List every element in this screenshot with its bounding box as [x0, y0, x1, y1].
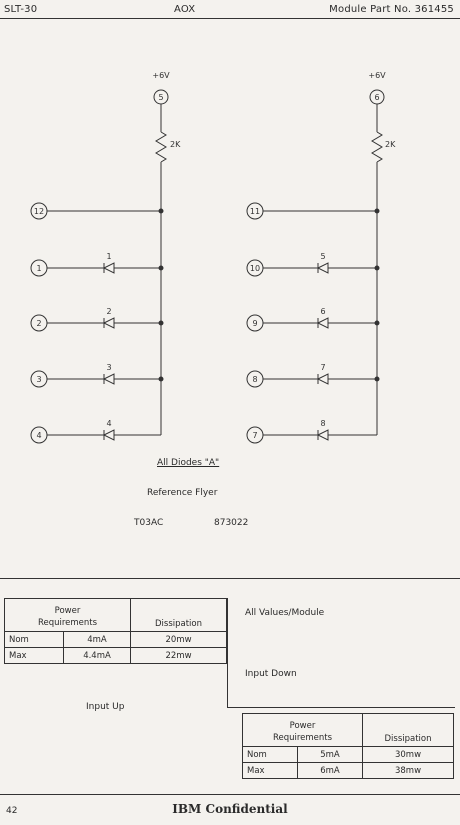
section-rule [0, 578, 460, 579]
input-pin: 7 [252, 431, 257, 440]
left-resistor-label: 2K [170, 140, 181, 149]
left-circuit: +6V 5 2K 12 1 1 2 2 [30, 71, 181, 444]
input-pin: 2 [36, 319, 41, 328]
schematic-diagram: +6V 5 2K 12 1 1 2 2 [30, 71, 396, 444]
section-divider-horizontal [227, 707, 455, 708]
right-resistor-label: 2K [385, 140, 396, 149]
right-input-10: 10 5 [246, 252, 380, 277]
input-down-power-table: Power Requirements Dissipation Nom 5mA 3… [242, 713, 454, 779]
right-supply-label: +6V [368, 71, 386, 80]
all-values-label: All Values/Module [245, 608, 325, 618]
input-pin: 8 [252, 375, 257, 384]
diode-number: 3 [106, 363, 111, 372]
diode-icon [102, 317, 115, 329]
table-row: Nom 4mA 20mw [4, 631, 227, 648]
input-pin: 1 [36, 264, 41, 273]
diode-number: 7 [320, 363, 325, 372]
table-row: Nom 5mA 30mw [242, 746, 454, 763]
input-down-label: Input Down [245, 669, 297, 679]
diode-number: 5 [320, 252, 325, 261]
table-header-dissipation: Dissipation [362, 713, 454, 747]
reference-code-2: 873022 [214, 518, 249, 528]
diode-icon [102, 373, 115, 385]
section-divider-vertical [227, 598, 228, 708]
diode-icon [102, 429, 115, 441]
table-header-dissipation: Dissipation [130, 598, 227, 632]
header-series: SLT-30 [4, 4, 38, 15]
right-output-pin: 11 [250, 207, 260, 216]
right-supply-pin: 6 [374, 93, 379, 102]
header-rule [0, 18, 460, 19]
header-module-type: AOX [174, 4, 196, 15]
table-header-requirements: Power Requirements [242, 713, 363, 747]
reference-code-1: T03AC [134, 518, 164, 528]
table-header-requirements: Power Requirements [4, 598, 131, 632]
right-input-7: 7 8 [246, 419, 377, 444]
left-output-pin: 12 [34, 207, 44, 216]
diode-number: 8 [320, 419, 325, 428]
left-input-1: 1 1 [30, 252, 164, 277]
diode-icon [316, 429, 329, 441]
input-up-power-table: Power Requirements Dissipation Nom 4mA 2… [4, 598, 227, 664]
junction-dot [158, 208, 164, 214]
page-header: SLT-30 AOX Module Part No. 361455 [0, 0, 460, 22]
table-row: Max 4.4mA 22mw [4, 647, 227, 664]
input-pin: 3 [36, 375, 41, 384]
left-input-2: 2 2 [30, 307, 164, 332]
right-input-8: 8 7 [246, 363, 380, 388]
left-resistor [155, 131, 167, 163]
left-input-3: 3 3 [30, 363, 164, 388]
right-resistor [371, 131, 383, 163]
diode-number: 4 [106, 419, 111, 428]
page-number: 42 [6, 806, 18, 816]
input-pin: 10 [250, 264, 260, 273]
diode-icon [316, 317, 329, 329]
footer-rule [0, 794, 460, 795]
right-input-9: 9 6 [246, 307, 380, 332]
input-pin: 4 [36, 431, 41, 440]
junction-dot [374, 208, 380, 214]
left-input-4: 4 4 [30, 419, 161, 444]
diode-icon [316, 373, 329, 385]
input-up-label: Input Up [86, 702, 125, 712]
header-part-number: Module Part No. 361455 [329, 4, 454, 15]
diode-note: All Diodes "A" [157, 458, 220, 468]
right-circuit: +6V 6 2K 11 10 5 9 6 [246, 71, 396, 444]
reference-note: Reference Flyer [147, 488, 218, 498]
left-supply-pin: 5 [158, 93, 163, 102]
table-row: Max 6mA 38mw [242, 762, 454, 779]
diode-number: 2 [106, 307, 111, 316]
diode-number: 6 [320, 307, 325, 316]
left-supply-label: +6V [152, 71, 170, 80]
diode-icon [316, 262, 329, 274]
confidential-notice: IBM Confidential [172, 802, 288, 816]
input-pin: 9 [252, 319, 257, 328]
diode-number: 1 [106, 252, 111, 261]
diode-icon [102, 262, 115, 274]
